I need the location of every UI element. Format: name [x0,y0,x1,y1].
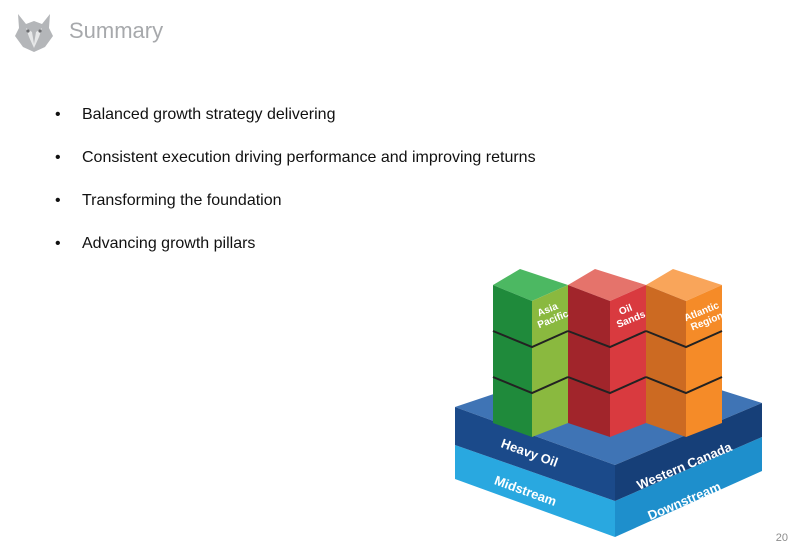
bullet-text: Consistent execution driving performance… [82,149,536,166]
base-bottom-layer [455,437,762,537]
pillar-asia-pacific [492,269,569,437]
bullet-item: • Advancing growth pillars [55,233,536,276]
pillars-svg: Asia Pacific Oil Sands Atlantic Region H… [455,269,762,537]
bullet-dot: • [55,192,61,209]
strategy-pillars-graphic: Asia Pacific Oil Sands Atlantic Region H… [450,265,770,545]
bullet-item: • Consistent execution driving performanc… [55,147,536,190]
bullet-text: Transforming the foundation [82,192,282,209]
bullet-item: • Transforming the foundation [55,190,536,233]
bullet-dot: • [55,235,61,252]
pillar-oil-sands [567,269,647,437]
husky-head-icon [15,14,53,52]
bullet-text: Advancing growth pillars [82,235,256,252]
bullet-text: Balanced growth strategy delivering [82,106,336,123]
page-title: Summary [69,18,164,43]
bullet-dot: • [55,149,61,166]
husky-logo [12,10,56,54]
page-number: 20 [775,532,788,544]
bullet-dot: • [55,106,61,123]
bullet-list: • Balanced growth strategy delivering • Co… [55,104,536,276]
pillar-label: Oil [618,303,635,318]
pillar-atlantic-region [645,269,723,437]
bullet-item: • Balanced growth strategy delivering [55,104,536,147]
